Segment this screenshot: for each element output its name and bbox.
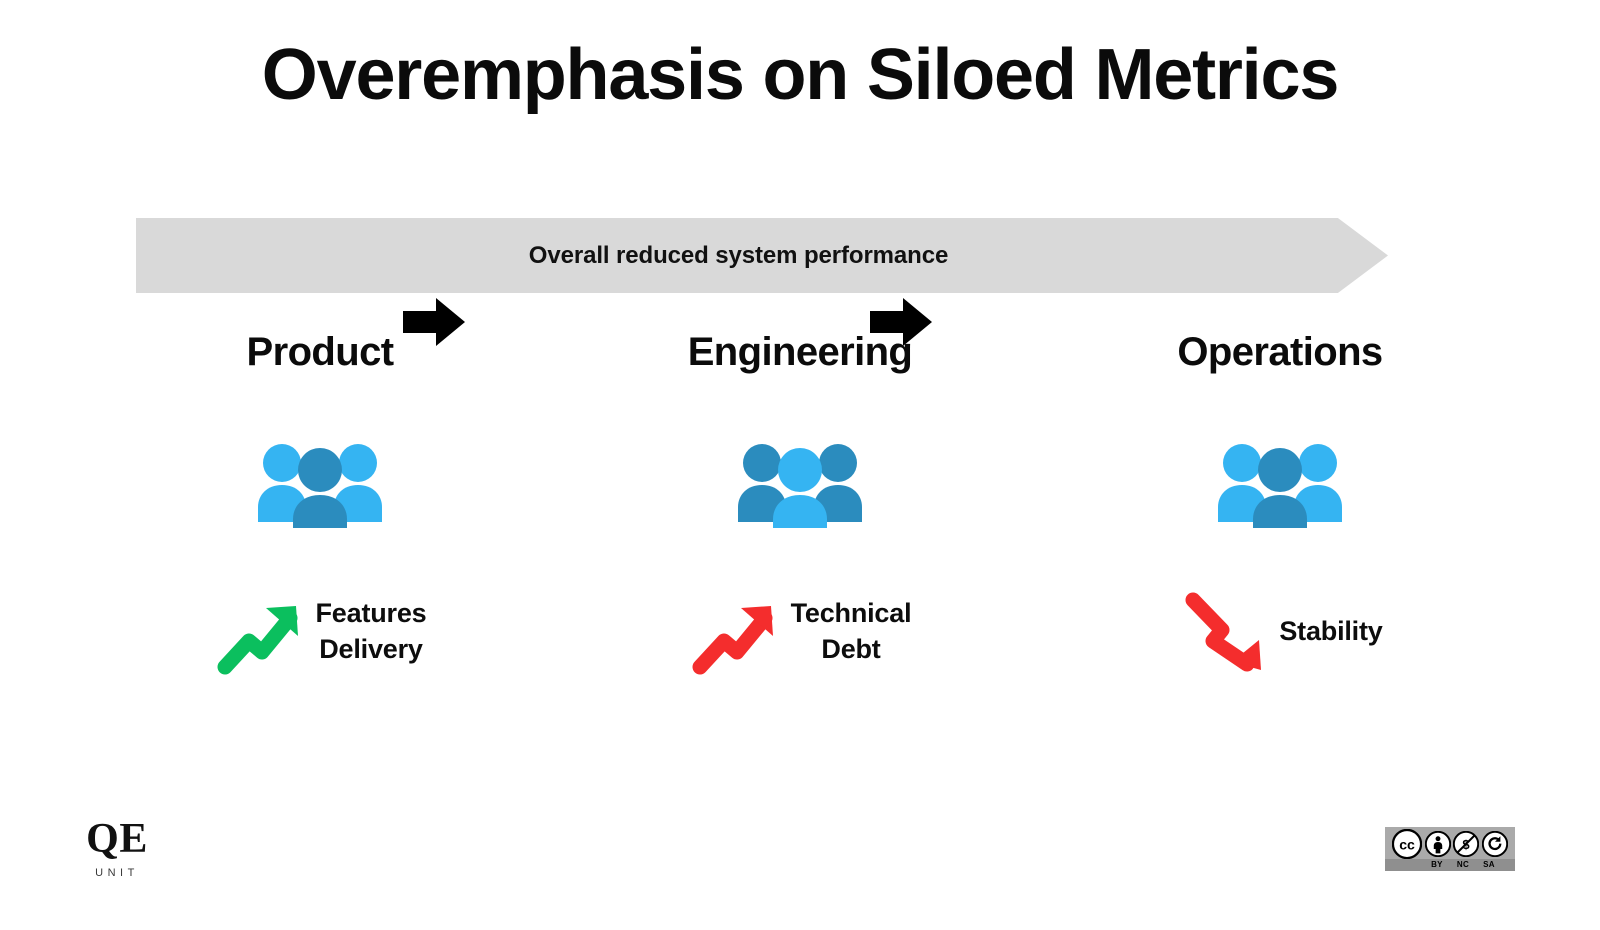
column-title-product: Product: [246, 330, 395, 374]
banner-arrow-shape: [136, 218, 1388, 293]
qe-unit-logo: QE UNIT: [62, 818, 172, 879]
trend-up-arrow-icon: [692, 606, 773, 675]
svg-text:cc: cc: [1399, 837, 1415, 853]
metric-row-operations: Stability: [1040, 584, 1520, 680]
creative-commons-badge: cc $ BY NC SA: [1385, 827, 1515, 871]
metric-label-operations: Stability: [1279, 616, 1383, 647]
cc-label-nc: NC: [1456, 859, 1470, 869]
metric-label-product: Features Delivery: [315, 598, 427, 664]
trend-up-arrow-icon: [217, 606, 298, 675]
cc-labels-row: BY NC SA: [1385, 859, 1515, 871]
banner-arrow: Overall reduced system performance: [136, 218, 1388, 293]
black-right-arrow-icon: [870, 298, 932, 346]
logo-mark: QE: [86, 816, 148, 862]
metric-label-engineering: Technical Debt: [790, 598, 912, 664]
column-product: Product: [80, 330, 560, 750]
trend-down-arrow-icon: [1185, 592, 1262, 672]
column-engineering: Engineering: [560, 330, 1040, 750]
nc-crossed-dollar-icon: $: [1453, 831, 1480, 857]
column-title-operations: Operations: [1177, 330, 1383, 374]
by-person-icon: [1424, 831, 1451, 857]
cc-label-sa: SA: [1483, 859, 1495, 869]
metric-row-product: Features Delivery: [80, 584, 560, 680]
people-group-icon: [738, 444, 862, 528]
metric-row-engineering: Technical Debt: [560, 584, 1040, 680]
page-title: Overemphasis on Siloed Metrics: [261, 35, 1340, 115]
banner-label: Overall reduced system performance: [528, 241, 949, 269]
column-title-engineering: Engineering: [687, 330, 913, 374]
sa-share-alike-icon: [1482, 831, 1509, 857]
cc-label-by: BY: [1431, 859, 1443, 869]
cc-icons-row: cc $: [1385, 827, 1515, 859]
people-group-icon: [1218, 444, 1342, 528]
logo-wordmark: UNIT: [95, 867, 139, 879]
cc-icon: cc: [1391, 829, 1422, 859]
column-operations: Operations: [1040, 330, 1520, 750]
columns-container: Product: [80, 330, 1520, 750]
people-group-icon: [258, 444, 382, 528]
black-right-arrow-icon: [403, 298, 465, 346]
